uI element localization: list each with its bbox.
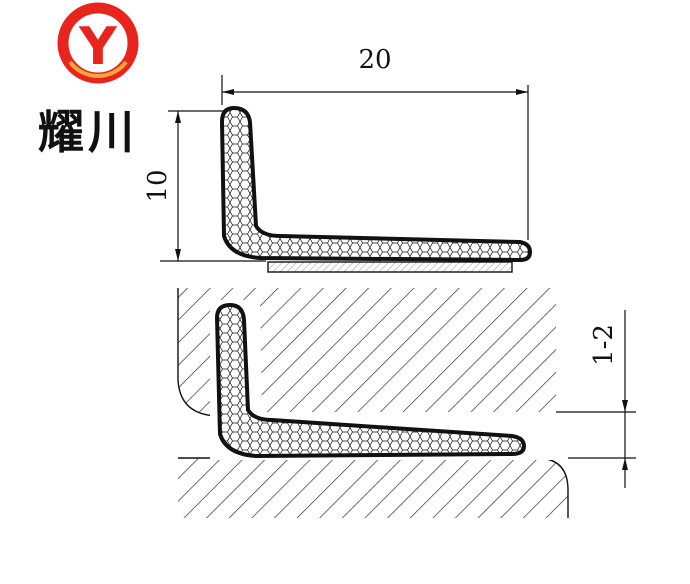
logo-ring-icon bbox=[57, 2, 139, 84]
dimension-gap-label: 1-2 bbox=[589, 324, 619, 366]
upper-part-body bbox=[178, 288, 556, 416]
seal-profile-bottom bbox=[215, 303, 526, 458]
adhesive-tape bbox=[267, 261, 513, 273]
dimension-width: 20 bbox=[221, 45, 529, 240]
logo-ring-accent-icon bbox=[68, 60, 128, 78]
dimension-height-label: 10 bbox=[143, 169, 173, 202]
dimension-gap: 1-2 bbox=[556, 310, 636, 488]
seal-profile-top bbox=[220, 106, 532, 262]
dimension-height: 10 bbox=[143, 110, 225, 261]
dimension-width-label: 20 bbox=[358, 45, 391, 75]
lower-part bbox=[178, 457, 569, 518]
brand-name: 耀川 bbox=[38, 105, 138, 159]
brand-logo: Y bbox=[57, 2, 139, 84]
lower-part-body bbox=[178, 458, 568, 518]
profile-compressed-view bbox=[215, 303, 526, 458]
logo-letter: Y bbox=[78, 17, 118, 77]
profile-free-view bbox=[160, 106, 532, 273]
